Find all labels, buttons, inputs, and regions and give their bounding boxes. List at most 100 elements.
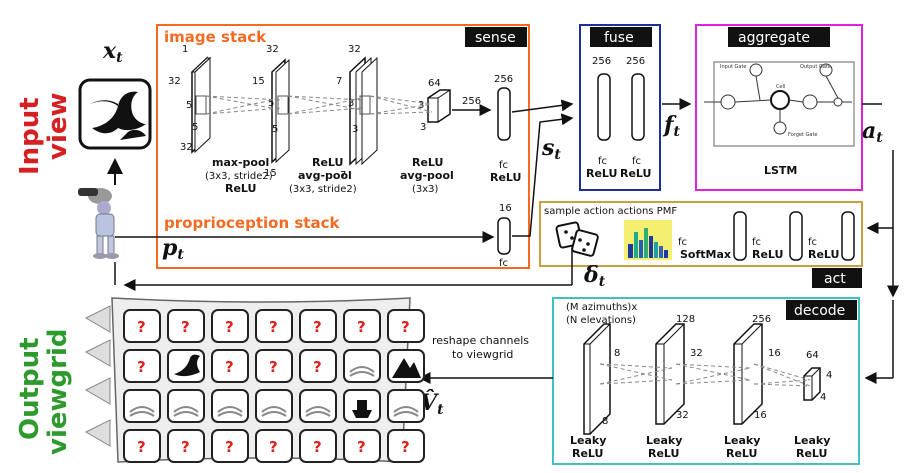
unknown-view-mark: ? (181, 318, 190, 336)
svg-text:16: 16 (754, 410, 767, 421)
viewgrid-cell: ? (123, 309, 161, 343)
svg-text:view: view (43, 92, 73, 160)
unknown-view-mark: ? (269, 358, 278, 376)
svg-text:8: 8 (614, 348, 620, 359)
svg-text:ReLU: ReLU (808, 248, 839, 261)
scene-icon (393, 406, 419, 417)
svg-text:Output Gate: Output Gate (800, 64, 831, 70)
svg-text:δt: δt (583, 262, 606, 290)
scene-icon (261, 406, 287, 417)
decode-module: decode (M azimuths)x (N elevations) 8 8 … (552, 297, 860, 465)
svg-text:st: st (541, 135, 561, 163)
viewgrid-cell (343, 389, 381, 423)
svg-text:15: 15 (264, 168, 277, 179)
viewgrid-cell: ? (211, 309, 249, 343)
viewgrid-cells: ?????????????????? (123, 309, 425, 463)
dice-icon (555, 221, 599, 257)
input-view-label: Input view (15, 92, 73, 175)
viewgrid-cell (123, 389, 161, 423)
svg-text:32: 32 (266, 44, 279, 55)
svg-text:64: 64 (806, 350, 819, 361)
viewgrid-cell (343, 349, 381, 383)
svg-text:to viewgrid: to viewgrid (452, 348, 513, 361)
svg-text:fc: fc (808, 237, 817, 248)
svg-text:3: 3 (352, 124, 358, 135)
aggregate-module: aggregate Input Gate Output Gate Forget … (695, 24, 863, 191)
svg-text:Input: Input (15, 97, 45, 175)
svg-text:Leaky: Leaky (794, 434, 830, 447)
svg-text:pt: pt (162, 235, 184, 263)
svg-text:(N elevations): (N elevations) (566, 315, 636, 326)
ship-icon (352, 400, 372, 418)
viewgrid-cell: ? (167, 429, 205, 463)
unknown-view-mark: ? (181, 438, 190, 456)
sense-module: sense image stack proprioception stack (156, 24, 530, 269)
svg-text:decode: decode (794, 303, 845, 319)
unknown-view-mark: ? (225, 438, 234, 456)
mountain-icon (392, 358, 421, 378)
svg-text:32: 32 (168, 76, 181, 87)
decode-layer-2: 128 32 32 Leaky ReLU (646, 314, 703, 460)
decode-layer-3: 256 16 16 Leaky ReLU (724, 314, 781, 460)
svg-text:5: 5 (272, 124, 278, 135)
svg-text:1: 1 (182, 44, 188, 55)
svg-text:64: 64 (428, 78, 441, 89)
unknown-view-mark: ? (269, 438, 278, 456)
pmf-chart (624, 220, 672, 260)
svg-text:ReLU: ReLU (225, 182, 256, 195)
viewgrid-cell (387, 389, 425, 423)
decode-layer-1: 8 8 Leaky ReLU (570, 323, 620, 460)
svg-text:sample action actions PMF: sample action actions PMF (544, 206, 677, 217)
svg-text:max-pool: max-pool (212, 156, 269, 169)
unknown-view-mark: ? (357, 318, 366, 336)
viewgrid-cell (211, 389, 249, 423)
unknown-view-mark: ? (313, 318, 322, 336)
viewgrid-cell: ? (255, 349, 293, 383)
svg-text:5: 5 (268, 98, 274, 109)
svg-text:fc: fc (752, 237, 761, 248)
delta-t-label: δt (583, 262, 606, 290)
layer-caption-4: ReLU avg-pool (3x3) (400, 156, 454, 195)
svg-text:256: 256 (626, 56, 645, 67)
svg-text:5: 5 (186, 100, 192, 111)
svg-text:128: 128 (676, 314, 695, 325)
svg-text:7: 7 (340, 170, 346, 181)
viewgrid-cell: ? (343, 429, 381, 463)
viewgrid-cell: ? (299, 349, 337, 383)
svg-text:ReLU: ReLU (796, 447, 827, 460)
act-module: act sample action actions PMF fc SoftMax… (539, 201, 863, 288)
svg-text:ReLU: ReLU (648, 447, 679, 460)
decode-projection-lines (599, 363, 811, 387)
svg-text:ReLU: ReLU (490, 171, 521, 184)
svg-text:ReLU: ReLU (586, 167, 617, 180)
layer-caption-1: max-pool (3x3, stride2) ReLU (205, 156, 273, 195)
bird-icon (90, 91, 146, 134)
svg-text:3: 3 (348, 98, 354, 109)
robot-figure (78, 188, 119, 259)
svg-text:at: at (862, 118, 883, 146)
svg-text:(M azimuths)x: (M azimuths)x (566, 302, 637, 313)
svg-text:reshape channels: reshape channels (432, 334, 529, 347)
conv-layer-4: 64 3 3 (418, 78, 451, 133)
svg-text:ReLU: ReLU (752, 248, 783, 261)
svg-text:16: 16 (499, 203, 512, 214)
svg-text:256: 256 (494, 74, 513, 85)
viewgrid-cell: ? (299, 429, 337, 463)
svg-text:avg-pool: avg-pool (400, 169, 454, 182)
svg-text:ft: ft (662, 112, 680, 140)
viewgrid-cell (387, 349, 425, 383)
svg-text:fc: fc (499, 160, 508, 171)
svg-text:Output: Output (15, 337, 45, 440)
conv-layer-1: 1 32 32 5 5 (168, 44, 212, 154)
conv-layer-2: 32 15 15 5 5 (252, 44, 290, 179)
scene-icon (217, 406, 243, 417)
reshape-label: reshape channels to viewgrid (432, 334, 529, 361)
svg-text:Forget Gate: Forget Gate (788, 132, 818, 138)
svg-text:act: act (824, 271, 846, 287)
svg-text:8: 8 (602, 416, 608, 427)
unknown-view-mark: ? (313, 358, 322, 376)
unknown-view-mark: ? (225, 358, 234, 376)
svg-text:ReLU: ReLU (572, 447, 603, 460)
svg-text:Leaky: Leaky (724, 434, 760, 447)
svg-text:Cell: Cell (776, 84, 785, 90)
